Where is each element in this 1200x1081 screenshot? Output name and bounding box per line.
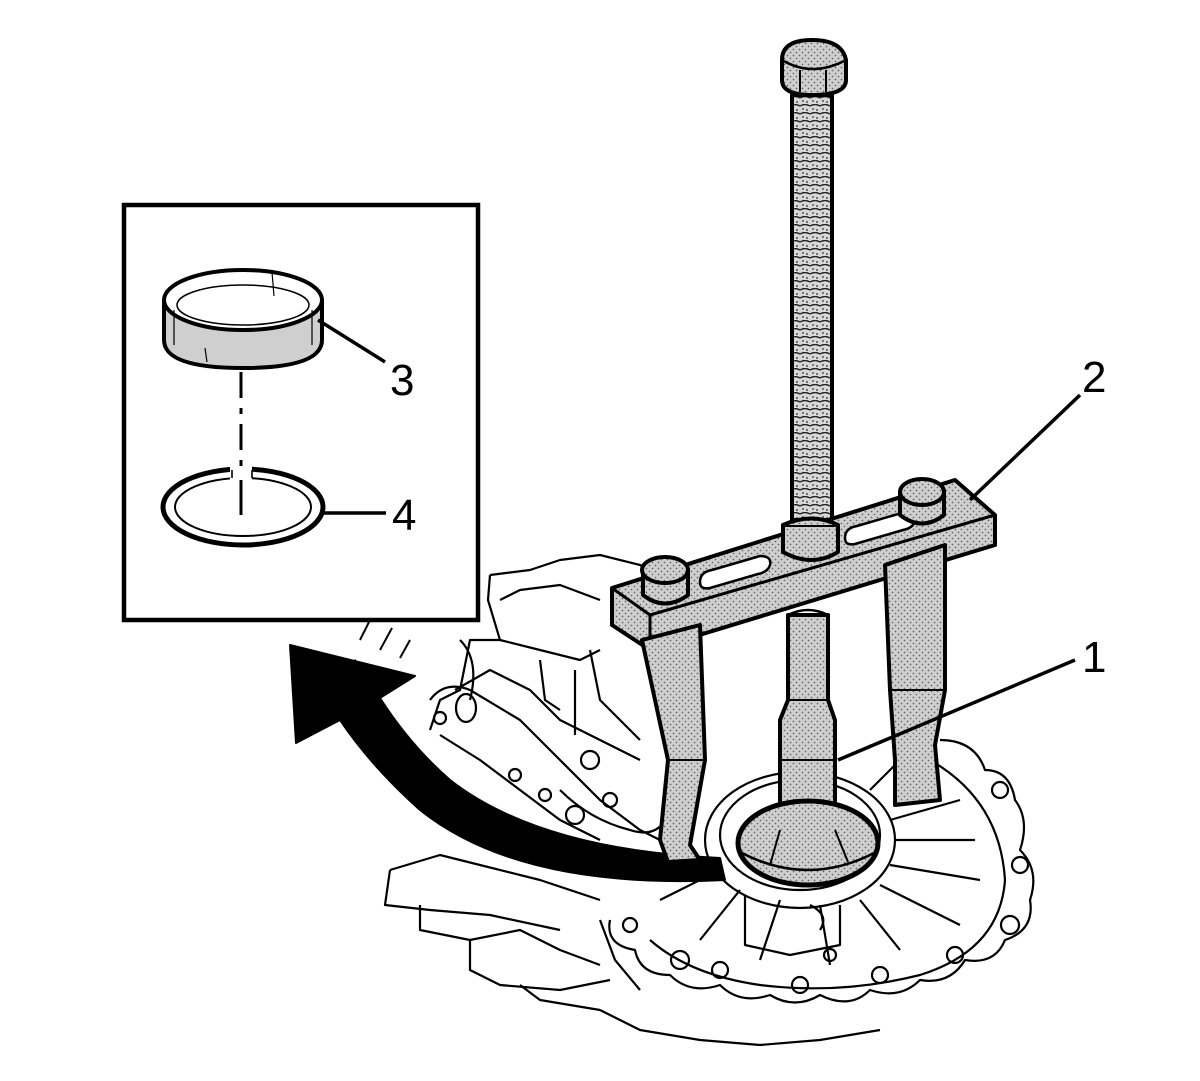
puller-tool — [610, 38, 997, 888]
puller-leg-right — [883, 543, 947, 807]
leader-line-3 — [317, 318, 386, 364]
callout-3: 3 — [390, 356, 414, 405]
transaxle-case — [383, 553, 1035, 1047]
snap-ring — [160, 466, 326, 548]
arrow-motion-marks — [339, 619, 411, 671]
adapter-shaft — [778, 613, 837, 832]
leader-lines — [317, 318, 1082, 762]
leader-line-1 — [837, 658, 1076, 762]
callout-1: 1 — [1082, 633, 1106, 682]
leader-line-2 — [968, 393, 1082, 502]
callout-4: 4 — [392, 491, 416, 540]
forcing-screw-hex-head — [780, 38, 848, 97]
inset-box — [121, 202, 481, 623]
adapter-disc — [735, 798, 881, 888]
bearing-race — [162, 268, 324, 370]
puller-leg-left — [640, 623, 707, 864]
forcing-screw-threads — [790, 93, 834, 522]
callout-2: 2 — [1082, 353, 1106, 402]
